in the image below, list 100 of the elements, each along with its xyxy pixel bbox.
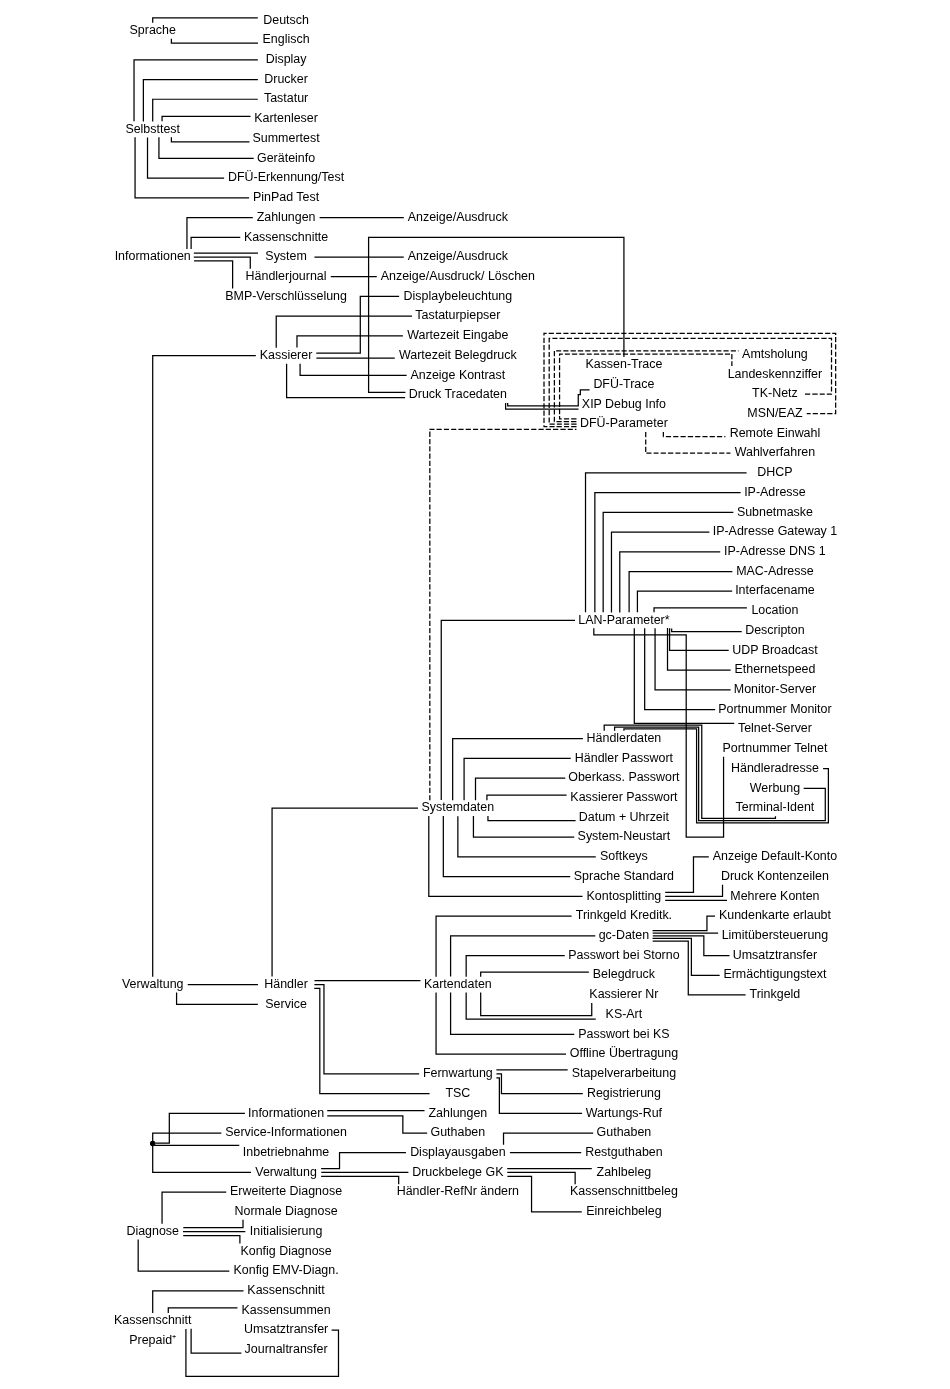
connector (182, 1219, 244, 1229)
connector (456, 815, 596, 858)
connector (326, 1115, 428, 1134)
node-text: Passwort bei KS (577, 1026, 670, 1041)
node-text: Selbsttest (124, 121, 180, 136)
node-text: Umsatztransfer (243, 1322, 328, 1337)
connector (151, 1145, 252, 1174)
node-text: Systemdaten (421, 800, 494, 815)
connector (160, 115, 251, 122)
node-text: Zahlbeleg (596, 1164, 651, 1179)
node-text: Informationen (114, 249, 191, 264)
node-text: Landeskennziffer (727, 366, 822, 381)
node-text: Kassenschnitt (246, 1283, 325, 1297)
connector (485, 794, 567, 801)
node-text: Wartungs-Ruf (585, 1105, 662, 1120)
node-text: Sprache Standard (573, 868, 674, 883)
connector (603, 724, 776, 819)
connector (367, 236, 625, 394)
node-text: Service-Informationen (224, 1125, 347, 1140)
node-text: Kassierer Nr (588, 987, 658, 1002)
node-text: Summertest (252, 130, 320, 145)
node-text: Verwaltung (121, 976, 183, 991)
connector (462, 757, 571, 801)
connector (506, 1175, 582, 1213)
connector (584, 472, 747, 613)
node-text: DHCP (756, 465, 793, 480)
connector (472, 815, 575, 838)
connector (465, 991, 596, 1020)
node-text: Deutsch (262, 12, 309, 27)
node-text: Ethernetspeed (733, 662, 815, 677)
node-text: Wartezeit Belegdruck (398, 347, 517, 362)
connector (651, 935, 730, 957)
node-text: Location (750, 603, 798, 618)
connector (602, 511, 734, 613)
connector (495, 1073, 583, 1095)
connector (154, 1112, 246, 1144)
connector (153, 1144, 240, 1146)
node-text: IP-Adresse DNS 1 (723, 544, 826, 558)
node-text: Geräteinfo (256, 150, 315, 165)
connector (295, 335, 404, 349)
node-text: Service (264, 996, 307, 1011)
connector (479, 971, 589, 978)
node-text: Initialisierung (249, 1223, 322, 1238)
connector (495, 1069, 568, 1071)
connector (192, 252, 259, 254)
node-text: LAN-Parameter* (577, 612, 670, 627)
node-text: Offline Übertragung (569, 1046, 678, 1061)
connector (190, 1328, 242, 1354)
node-text: System-Neustart (577, 829, 670, 844)
connector (313, 980, 421, 982)
connector (329, 276, 377, 278)
node-text: Diagnose (125, 1223, 179, 1238)
connector (160, 1191, 227, 1225)
node-text: System (264, 249, 307, 264)
node-text: Druckbelege GK (411, 1164, 503, 1179)
connector (313, 256, 404, 258)
node-text: Kartenleser (253, 111, 318, 126)
connector (186, 983, 259, 986)
connector (442, 815, 571, 878)
node-text: Wartezeit Eingabe (406, 328, 508, 343)
node-text: Drucker (263, 71, 308, 86)
connector (132, 59, 258, 122)
node-text: Tastaturpiepser (414, 308, 500, 323)
node-text: IP-Adresse Gateway 1 (712, 524, 837, 539)
node-text: Prepaid⁺ (128, 1332, 176, 1347)
connector (184, 1328, 339, 1378)
node-text: IP-Adresse (743, 484, 806, 499)
connector (664, 884, 723, 897)
connector (192, 260, 233, 290)
connector (643, 627, 716, 711)
node-text: Händler-RefNr ändern (396, 1184, 519, 1199)
node-text: Ermächtigungstext (722, 967, 826, 982)
node-text: Remote Einwahl (729, 425, 820, 440)
node-text: Kontosplitting (586, 888, 661, 903)
connector (479, 991, 592, 1017)
node-point (149, 1140, 155, 1147)
node-text: Sprache (129, 22, 176, 37)
connector (192, 256, 251, 270)
node-text: Telnet-Server (737, 721, 812, 736)
node-text: Portnummer Monitor (717, 701, 832, 716)
connector (506, 1167, 592, 1170)
node-text: PinPad Test (252, 190, 319, 205)
node-text: Tastatur (263, 91, 308, 106)
node-text: Wahlverfahren (734, 445, 815, 460)
node-text: DFÜ-Erkennung/Test (227, 170, 344, 185)
node-text: Inbetriebnahme (242, 1144, 329, 1159)
node-text: Zahlungen (256, 209, 315, 224)
node-text: Englisch (262, 32, 310, 47)
node-text: Monitor-Server (733, 682, 816, 697)
node-text: Erweiterte Diagnose (229, 1184, 342, 1199)
node-text: Kassenschnitt (113, 1313, 191, 1328)
node-text: MAC-Adresse (735, 563, 814, 578)
connector (175, 992, 258, 1005)
connector (628, 570, 733, 613)
node-text: Display (265, 52, 306, 67)
node-text: TSC (444, 1085, 470, 1100)
connector (313, 983, 420, 1075)
connector (185, 216, 253, 250)
connector (664, 899, 728, 901)
node-text: Belegdruck (592, 967, 655, 982)
